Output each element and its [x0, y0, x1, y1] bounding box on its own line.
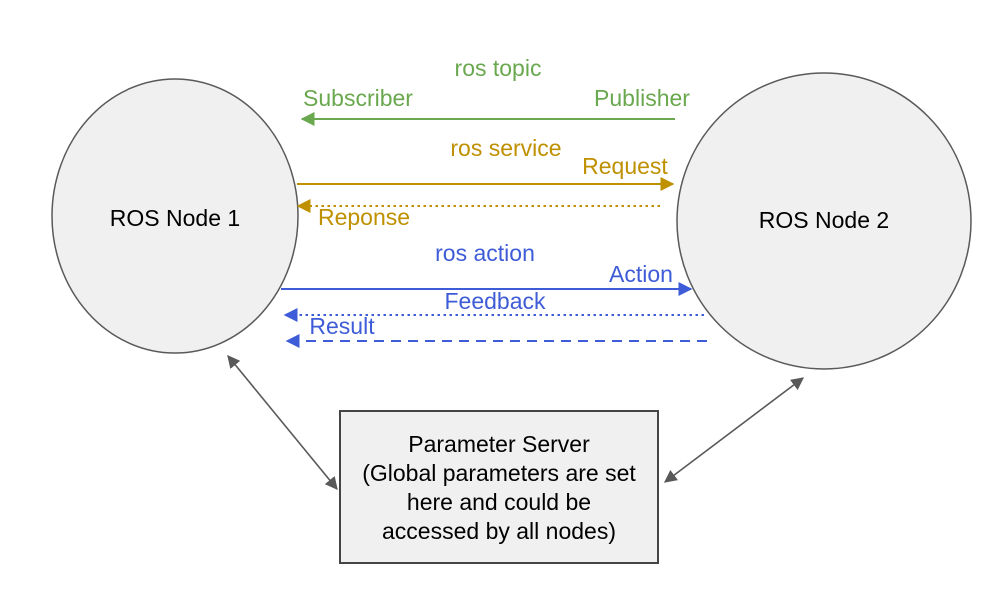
ros-topic-group: ros topic Subscriber Publisher [300, 55, 690, 126]
ros-node-1-label: ROS Node 1 [110, 205, 240, 231]
parameter-server-box [339, 410, 659, 564]
subscriber-label: Subscriber [303, 85, 413, 111]
ros-node-2-label: ROS Node 2 [759, 207, 889, 233]
parameter-server: Parameter Server (Global parameters are … [339, 410, 659, 564]
ros-node-1: ROS Node 1 [51, 78, 299, 354]
ros-action-group: ros action Action Feedback Result [281, 240, 707, 348]
ros-node-2: ROS Node 2 [676, 72, 972, 370]
parameter-server-text-line-1: Parameter Server [408, 431, 590, 457]
node1-paramserver-connector [227, 355, 338, 490]
ros-node-1-shape [51, 78, 299, 354]
feedback-label: Feedback [444, 288, 546, 314]
parameter-server-text-line-2: (Global parameters are set [362, 460, 636, 486]
action-label: Action [609, 261, 673, 287]
ros-service-group: ros service Request Reponse [296, 135, 675, 230]
ros-action-title: ros action [435, 240, 535, 266]
ros-topic-title: ros topic [455, 55, 542, 81]
ros-node-2-shape [676, 72, 972, 370]
request-label: Request [582, 153, 668, 179]
publisher-label: Publisher [594, 85, 690, 111]
node2-paramserver-connector [663, 377, 805, 483]
ros-service-title: ros service [450, 135, 561, 161]
parameter-server-text-line-3: here and could be [407, 489, 591, 515]
parameter-server-text-line-4: accessed by all nodes) [382, 518, 616, 544]
result-label: Result [309, 313, 375, 339]
response-label: Reponse [318, 204, 410, 230]
